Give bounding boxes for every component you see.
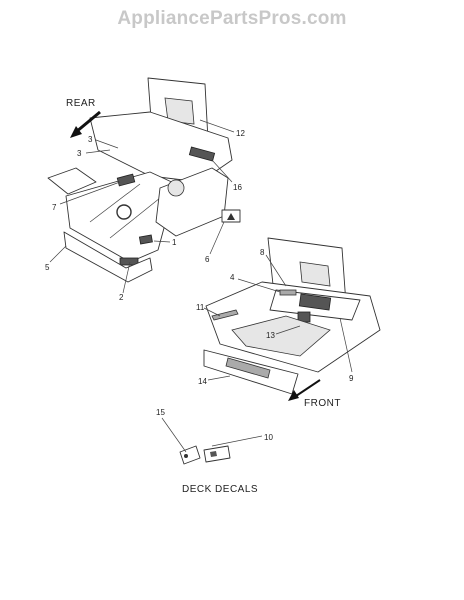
deck-decals-caption: DECK DECALS — [182, 484, 258, 495]
front-arrow-head — [288, 390, 299, 401]
callout-11: 11 — [196, 303, 205, 312]
decal-14 — [225, 357, 271, 379]
decal-15-mark — [184, 454, 188, 458]
callout-3b: 3 — [88, 135, 93, 144]
seat-panel-decal — [164, 97, 195, 125]
rear-direction: REAR — [66, 98, 101, 138]
watermark-text: AppliancePartsPros.com — [117, 8, 347, 29]
rear-arrow-shaft — [75, 110, 101, 134]
callout-15: 15 — [156, 408, 165, 417]
callout-8: 8 — [260, 248, 265, 257]
callout-3: 3 — [77, 149, 82, 158]
decal-10-mark — [210, 451, 217, 457]
callout-numbers: 1 2 3 3 4 5 6 7 8 9 10 11 12 13 14 15 16 — [45, 129, 354, 442]
upper-bumper — [63, 231, 153, 283]
rear-label: REAR — [66, 98, 96, 109]
rear-flap — [47, 167, 97, 195]
leader-lines — [49, 119, 353, 453]
ring-lever — [116, 204, 132, 220]
callout-7: 7 — [52, 203, 57, 212]
front-direction: FRONT — [288, 379, 341, 409]
callout-4: 4 — [230, 273, 235, 282]
fuel-cap — [167, 179, 185, 197]
callout-9: 9 — [349, 374, 354, 383]
decal-4 — [279, 289, 297, 296]
decal-9-panel — [298, 293, 332, 311]
lower-floor — [231, 315, 331, 357]
callout-14: 14 — [198, 377, 207, 386]
floor-rail-right — [109, 197, 161, 239]
callout-6: 6 — [205, 255, 210, 264]
lower-assembly — [203, 237, 381, 395]
front-label: FRONT — [304, 398, 341, 409]
callout-1: 1 — [172, 238, 177, 247]
decal-15 — [179, 445, 201, 465]
deck-decals: DECK DECALS — [179, 445, 258, 495]
rear-arrow-head — [70, 126, 82, 138]
front-arrow-shaft — [295, 379, 321, 397]
decal-16 — [188, 146, 216, 162]
warning-triangle-icon — [227, 213, 235, 220]
lower-seat-decal — [299, 261, 331, 287]
callout-5: 5 — [45, 263, 50, 272]
upper-assembly — [47, 77, 241, 283]
decal-10 — [203, 445, 231, 463]
floor-rail-left — [89, 183, 141, 223]
decal-7 — [116, 173, 136, 187]
callout-10: 10 — [264, 433, 273, 442]
callout-13: 13 — [266, 331, 275, 340]
decal-11 — [211, 309, 239, 321]
callout-16: 16 — [233, 183, 242, 192]
decal-1 — [138, 234, 153, 245]
callout-12: 12 — [236, 129, 245, 138]
callout-2: 2 — [119, 293, 124, 302]
